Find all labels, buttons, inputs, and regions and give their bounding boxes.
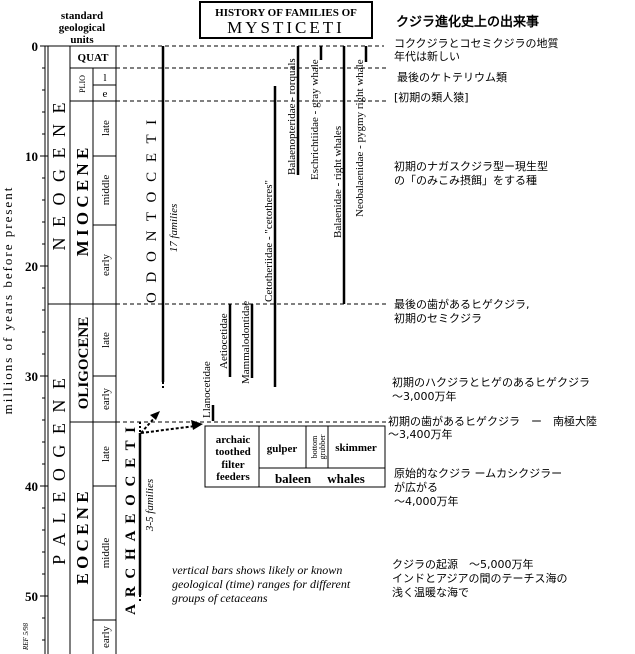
event-text: コククジラとコセミクジラの地質 bbox=[394, 36, 559, 50]
label-aetiocetidae: Aetiocetidae bbox=[218, 313, 230, 369]
period-neogene: N E O G E N E bbox=[49, 100, 69, 251]
sub-mio-middle: middle bbox=[100, 175, 112, 206]
archaeoceti-count: 3-5 families bbox=[144, 479, 156, 532]
event-text: [初期の類人猿] bbox=[394, 90, 469, 104]
label-cetotheriidae: Cetotheriidae - "cetotheres" bbox=[263, 180, 275, 302]
box-gulper: gulper bbox=[267, 443, 298, 455]
epoch-eocene: E O C E N E bbox=[73, 491, 92, 584]
tick-label: 20 bbox=[25, 259, 38, 274]
sub-plio-early: e bbox=[103, 88, 108, 100]
label-balaenidae: Balaenidae - right whales bbox=[332, 126, 344, 238]
geology-columns bbox=[47, 45, 117, 654]
epoch-oligocene: OLIGOCENE bbox=[76, 317, 92, 410]
event-text: 初期のナガスクジラ型ー現生型 bbox=[394, 159, 548, 173]
box-archaic: toothed bbox=[215, 446, 250, 458]
note-line: geological (time) ranges for different bbox=[172, 577, 351, 591]
group-odontoceti: O D O N T O C E T I bbox=[144, 117, 160, 303]
event-text: インドとアジアの間のテーチス海の bbox=[392, 571, 568, 585]
event-text: クジラの起源 〜5,000万年 bbox=[392, 557, 534, 571]
epoch-plio: PLIO bbox=[78, 75, 87, 93]
odontoceti-count: 17 families bbox=[168, 204, 180, 253]
box-grubber: grubber bbox=[318, 434, 327, 459]
tick-label: 30 bbox=[25, 369, 38, 384]
sub-plio-late: l bbox=[103, 72, 106, 84]
y-axis-label: millions of years before present bbox=[0, 186, 15, 415]
ref-label: REF 5/98 bbox=[22, 622, 30, 651]
event-text: 初期のセミクジラ bbox=[394, 311, 482, 325]
event-text: 年代は新しい bbox=[394, 49, 460, 63]
events-title: クジラ進化史上の出来事 bbox=[396, 14, 539, 30]
box-baleen: baleen bbox=[275, 471, 312, 486]
label-eschrichtiidae: Eschrichtiidae - gray whale bbox=[309, 59, 321, 180]
label-mammalodontidae: Mammalodontidae bbox=[240, 301, 252, 384]
epoch-miocene: M I O C E N E bbox=[73, 148, 92, 257]
sub-mio-early: early bbox=[100, 254, 112, 276]
arrow-to-odontoceti bbox=[140, 415, 157, 434]
event-text: 〜4,000万年 bbox=[394, 494, 459, 508]
box-archaic: archaic bbox=[216, 434, 251, 446]
event-text: 浅く温暖な海で bbox=[392, 585, 469, 599]
box-archaic: feeders bbox=[216, 471, 250, 483]
box-archaic: filter bbox=[221, 459, 244, 471]
feeding-type-box bbox=[204, 425, 386, 488]
event-text: 最後のケトテリウム類 bbox=[397, 70, 507, 84]
period-paleogene: P A L E O G E N E bbox=[49, 375, 69, 565]
event-text: 初期の歯があるヒゲクジラ ー 南極大陸 bbox=[388, 414, 597, 428]
sub-eo-middle: middle bbox=[100, 538, 112, 569]
note-line: groups of cetaceans bbox=[172, 591, 268, 605]
box-bottom: bottom bbox=[310, 435, 319, 458]
label-neobalaenidae: Neobalaenidae - pygmy right whale bbox=[354, 59, 366, 217]
box-whales: whales bbox=[327, 471, 365, 486]
y-axis bbox=[40, 45, 48, 654]
units-header: standard bbox=[61, 10, 103, 22]
event-text: 〜3,000万年 bbox=[392, 389, 457, 403]
tick-label: 0 bbox=[32, 39, 39, 54]
sub-oli-early: early bbox=[100, 388, 112, 410]
arrow-to-mysticeti bbox=[140, 425, 196, 434]
note-line: vertical bars shows likely or known bbox=[172, 563, 342, 577]
tick-label: 10 bbox=[25, 149, 38, 164]
sub-oli-late: late bbox=[100, 332, 112, 348]
title-line2: MYSTICETI bbox=[227, 18, 345, 37]
event-text: 原始的なクジラ ームカシクジラー bbox=[394, 466, 562, 480]
event-text: 〜3,400万年 bbox=[388, 427, 453, 441]
event-text: の「のみこみ摂餌」をする種 bbox=[394, 173, 537, 187]
box-skimmer: skimmer bbox=[335, 442, 377, 454]
sub-mio-late: late bbox=[100, 120, 112, 136]
group-archaeoceti: A R C H A E O C E T I bbox=[123, 425, 139, 615]
units-header: geological bbox=[59, 22, 105, 34]
sub-eo-late: late bbox=[100, 446, 112, 462]
range-bars bbox=[138, 46, 368, 601]
event-text: が広がる bbox=[394, 480, 438, 494]
title-box bbox=[199, 1, 373, 39]
epoch-quat: QUAT bbox=[78, 52, 110, 64]
units-header: units bbox=[70, 34, 94, 46]
title-line1: HISTORY OF FAMILIES OF bbox=[215, 7, 357, 19]
sub-eo-early: early bbox=[100, 626, 112, 648]
event-text: 最後の歯があるヒゲクジラ, bbox=[394, 297, 530, 311]
event-text: 初期のハクジラとヒゲのあるヒゲクジラ bbox=[392, 375, 590, 389]
tick-label: 40 bbox=[25, 479, 38, 494]
label-llanocetidae: Llanocetidae bbox=[201, 361, 213, 418]
tick-label: 50 bbox=[25, 589, 38, 604]
label-balaenopteridae: Balaenopteridae - rorquals bbox=[286, 58, 298, 175]
